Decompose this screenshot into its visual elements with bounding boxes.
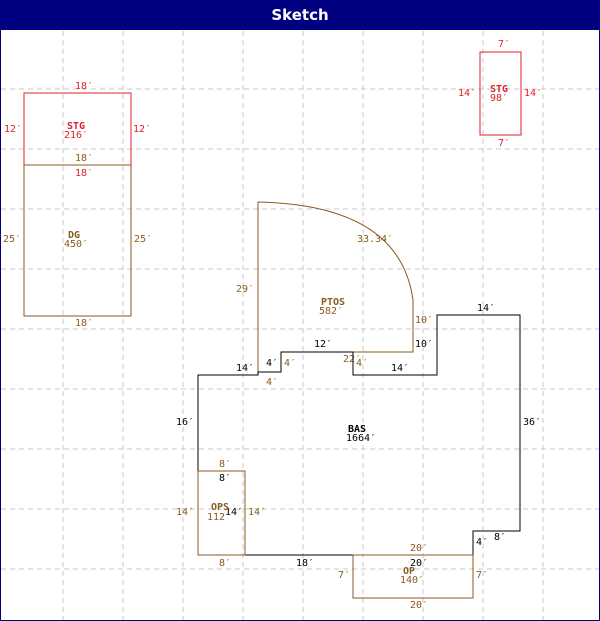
area-stg-right: 7′ 14′ 14′ 7′ STG 98′ [458, 39, 542, 149]
dim-label: 33.34′ [357, 234, 393, 245]
dim-label: 4′ [476, 537, 488, 548]
dim-label: 10′ [415, 315, 433, 326]
area-size: 112′ [207, 512, 231, 523]
area-ops: 8′ 14′ 14′ OPS 112′ [176, 459, 266, 556]
area-name: DG [68, 230, 80, 241]
dim-label: 25′ [134, 234, 152, 245]
dim-label: 18′ [75, 81, 93, 92]
dim-label: 36′ [523, 417, 541, 428]
dim-label: 14′ [248, 507, 266, 518]
window-title: Sketch [0, 0, 600, 30]
dim-label: 7′ [476, 570, 488, 581]
area-name: STG [67, 121, 85, 132]
area-stg-left: 18′ 12′ 12′ 18′ STG 216′ [4, 81, 151, 166]
dim-label: 20′ [410, 543, 428, 554]
dim-label: 20′ [410, 600, 428, 611]
dim-label: 4′ [266, 377, 278, 388]
dim-label: 4′ [284, 358, 296, 369]
dim-label: 4′ [266, 358, 278, 369]
dim-label: 16′ [176, 417, 194, 428]
dim-label: 18′ [75, 153, 93, 164]
dim-label: 8′ [219, 473, 231, 484]
area-dg: 18′ 25′ 25′ 18′ DG 450′ [3, 164, 152, 329]
dim-label: 14′ [458, 88, 476, 99]
dim-label: 20′ [410, 558, 428, 569]
dim-label: 14′ [236, 363, 254, 374]
area-name: PTOS [321, 297, 345, 308]
area-ptos: 33.34′ 29′ 10′ 4′ 4′ 22′ 4′ PTOS 582′ [236, 201, 433, 388]
dim-label: 10′ [415, 339, 433, 350]
area-size: 582′ [319, 306, 343, 317]
area-size: 140′ [400, 575, 424, 586]
dim-label: 18′ [75, 168, 93, 179]
area-size: 216′ [64, 130, 88, 141]
dim-label: 14′ [176, 507, 194, 518]
dim-label: 14′ [524, 88, 542, 99]
area-size: 450′ [64, 239, 88, 250]
dim-label: 7′ [498, 39, 510, 50]
dim-label: 22′ [343, 354, 361, 365]
sketch-grid [1, 31, 599, 620]
dim-label: 7′ [338, 570, 350, 581]
dim-label: 18′ [75, 318, 93, 329]
dim-label: 8′ [494, 532, 506, 543]
dim-label: 8′ [219, 558, 231, 569]
area-size: 1664′ [346, 433, 376, 444]
dim-label: 12′ [4, 124, 22, 135]
dim-label: 29′ [236, 284, 254, 295]
area-bas: 14′ 4′ 12′ 10′ 14′ 14′ 16′ 36′ 4′ 8′ 18′… [176, 303, 541, 569]
area-op: 20′ 7′ 7′ 20′ OP 140′ [338, 543, 488, 611]
area-name: STG [490, 84, 508, 95]
dim-label: 14′ [225, 507, 243, 518]
area-size: 98′ [490, 93, 508, 104]
dim-label: 18′ [296, 558, 314, 569]
dim-label: 12′ [133, 124, 151, 135]
dim-label: 25′ [3, 234, 21, 245]
dim-label: 12′ [314, 339, 332, 350]
dim-label: 8′ [219, 459, 231, 470]
dim-label: 14′ [477, 303, 495, 314]
area-name: OP [403, 566, 415, 577]
area-name: BAS [348, 424, 366, 435]
dim-label: 14′ [391, 363, 409, 374]
dim-label: 4′ [356, 358, 368, 369]
area-name: OPS [211, 502, 229, 513]
dim-label: 7′ [498, 138, 510, 149]
